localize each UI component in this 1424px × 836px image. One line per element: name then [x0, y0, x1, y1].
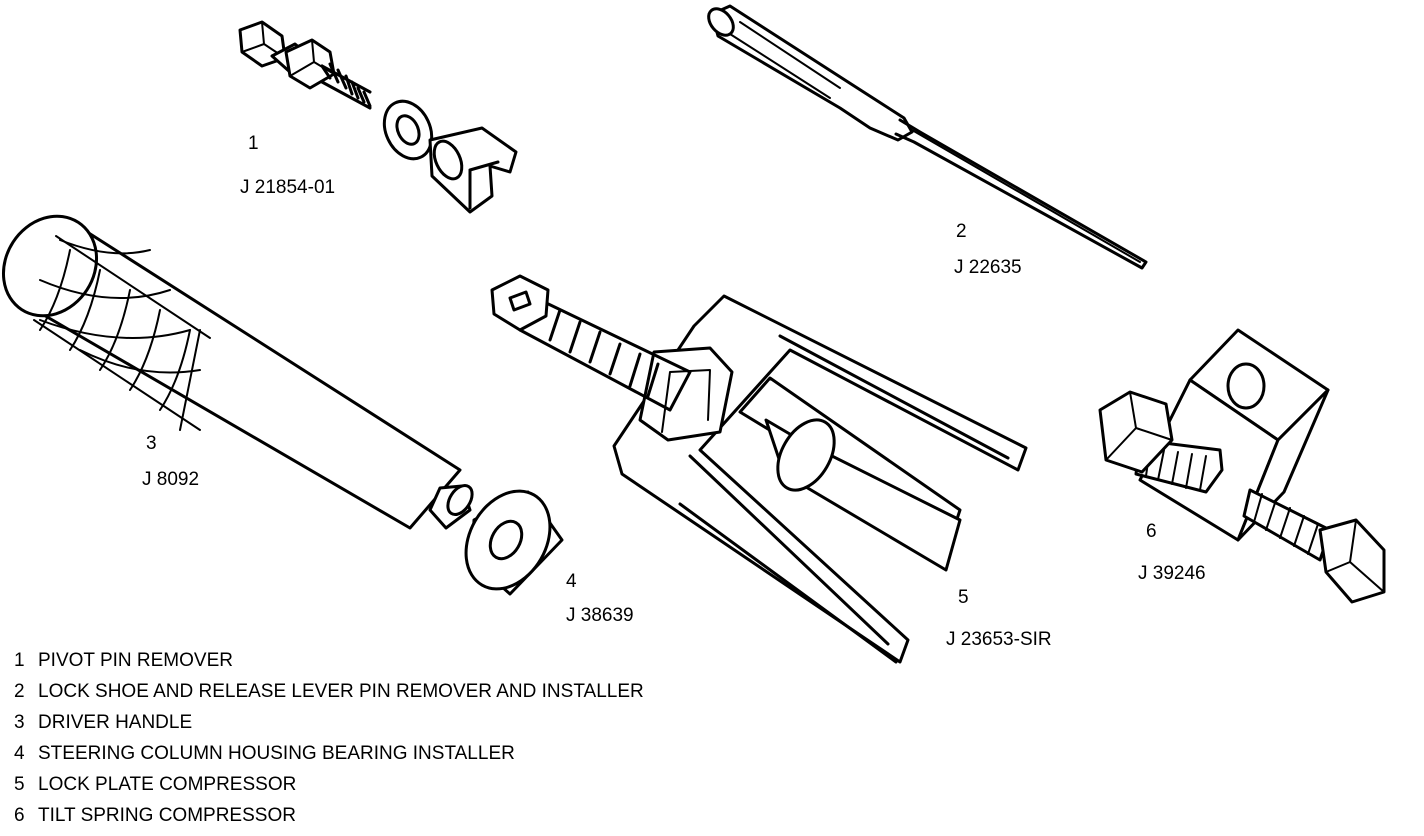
driver-handle-icon [1, 214, 474, 530]
legend-item: 6 TILT SPRING COMPRESSOR [14, 805, 644, 836]
tool-1-part-number: J 21854-01 [240, 177, 336, 198]
legend-item-number: 6 [14, 805, 25, 826]
bearing-installer-icon [464, 489, 564, 596]
legend: 1 PIVOT PIN REMOVER 2 LOCK SHOE AND RELEAS… [14, 650, 644, 836]
pin-remover-installer-icon [707, 4, 1148, 270]
tool-1-number: 1 [248, 133, 259, 154]
legend-item-number: 2 [14, 681, 25, 702]
tool-4-part-number: J 38639 [566, 605, 634, 626]
tool-4-number: 4 [566, 571, 577, 592]
tool-5-part-number: J 23653-SIR [946, 629, 1052, 650]
pivot-pin-remover-icon [238, 20, 518, 214]
legend-item-number: 5 [14, 774, 25, 795]
legend-item-label: LOCK SHOE AND RELEASE LEVER PIN REMOVER … [38, 681, 644, 702]
legend-item-label: PIVOT PIN REMOVER [38, 650, 233, 671]
tilt-spring-compressor-icon [1098, 328, 1386, 604]
legend-item: 4 STEERING COLUMN HOUSING BEARING INSTALL… [14, 743, 644, 774]
legend-item-label: TILT SPRING COMPRESSOR [38, 805, 296, 826]
legend-item-number: 3 [14, 712, 25, 733]
legend-item-label: LOCK PLATE COMPRESSOR [38, 774, 297, 795]
tool-3-number: 3 [146, 433, 157, 454]
tool-5-number: 5 [958, 587, 969, 608]
legend-item-number: 4 [14, 743, 25, 764]
tool-6-number: 6 [1146, 521, 1157, 542]
legend-item: 5 LOCK PLATE COMPRESSOR [14, 774, 644, 805]
tool-2-part-number: J 22635 [954, 257, 1022, 278]
legend-item-label: DRIVER HANDLE [38, 712, 193, 733]
legend-item-label: STEERING COLUMN HOUSING BEARING INSTALLE… [38, 743, 515, 764]
legend-item: 2 LOCK SHOE AND RELEASE LEVER PIN REMOVER… [14, 681, 644, 712]
lock-plate-compressor-icon [490, 274, 1028, 664]
legend-item-number: 1 [14, 650, 25, 671]
legend-item: 3 DRIVER HANDLE [14, 712, 644, 743]
legend-item: 1 PIVOT PIN REMOVER [14, 650, 644, 681]
tool-2-number: 2 [956, 221, 967, 242]
tool-6-part-number: J 39246 [1138, 563, 1206, 584]
tool-3-part-number: J 8092 [142, 469, 200, 490]
